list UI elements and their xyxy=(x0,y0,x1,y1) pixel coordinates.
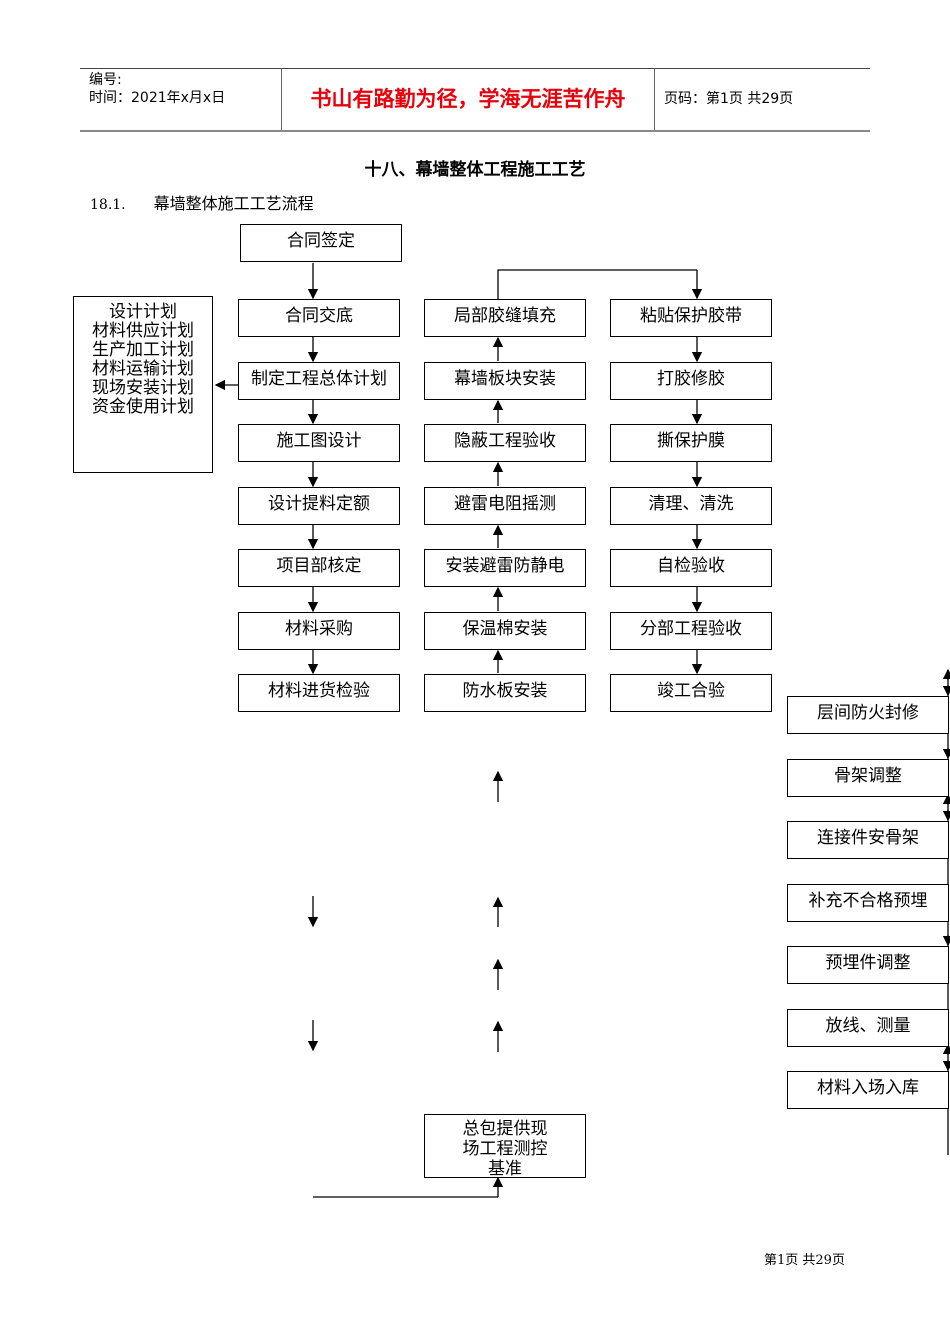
flow-box: 放线、测量 xyxy=(787,1009,949,1047)
flow-box: 材料进货检验 xyxy=(238,674,400,712)
page-header: 编号: 时间：2021年x月x日 书山有路勤为径，学海无涯苦作舟 页码：第1页 共… xyxy=(80,68,870,132)
flow-box: 撕保护膜 xyxy=(610,424,772,462)
section-number: 18.1. xyxy=(90,197,126,213)
header-meta: 编号: 时间：2021年x月x日 xyxy=(80,69,289,132)
flow-box: 打胶修胶 xyxy=(610,362,772,400)
doc-title: 十八、幕墙整体工程施工工艺 xyxy=(364,160,586,180)
flow-box: 材料入场入库 xyxy=(787,1071,949,1109)
flow-box: 幕墙板块安装 xyxy=(424,362,586,400)
flow-box: 预埋件调整 xyxy=(787,946,949,984)
page-label: 页码：第1页 共29页 xyxy=(664,91,794,107)
plan-item: 材料供应计划 xyxy=(92,321,194,341)
flow-box: 合同交底 xyxy=(238,299,400,337)
flow-box: 清理、清洗 xyxy=(610,487,772,525)
flow-box: 避雷电阻摇测 xyxy=(424,487,586,525)
number-label: 编号: xyxy=(89,72,122,88)
flow-box: 安装避雷防静电 xyxy=(424,549,586,587)
flow-box: 分部工程验收 xyxy=(610,612,772,650)
flow-box: 制定工程总体计划 xyxy=(238,362,400,400)
flow-box: 层间防火封修 xyxy=(787,696,949,734)
plan-item: 现场安装计划 xyxy=(92,378,194,398)
flow-box: 材料采购 xyxy=(238,612,400,650)
section-text: 幕墙整体施工工艺流程 xyxy=(153,194,314,213)
plan-box: 设计计划材料供应计划生产加工计划材料运输计划现场安装计划资金使用计划 xyxy=(73,296,213,473)
flow-box: 补充不合格预埋 xyxy=(787,884,949,922)
flow-box: 自检验收 xyxy=(610,549,772,587)
flow-box: 骨架调整 xyxy=(787,759,949,797)
motto: 书山有路勤为径，学海无涯苦作舟 xyxy=(281,69,655,130)
section-heading: 18.1. 幕墙整体施工工艺流程 xyxy=(90,190,314,214)
flow-box: 保温棉安装 xyxy=(424,612,586,650)
flow-box: 防水板安装 xyxy=(424,674,586,712)
flow-box: 隐蔽工程验收 xyxy=(424,424,586,462)
flow-box: 合同签定 xyxy=(240,224,402,262)
plan-item: 设计计划 xyxy=(109,302,177,322)
date-label: 时间：2021年x月x日 xyxy=(89,90,226,106)
flow-box: 设计提料定额 xyxy=(238,487,400,525)
flow-box: 项目部核定 xyxy=(238,549,400,587)
plan-item: 资金使用计划 xyxy=(92,397,194,417)
flow-box: 施工图设计 xyxy=(238,424,400,462)
flow-box: 连接件安骨架 xyxy=(787,821,949,859)
flow-box: 局部胶缝填充 xyxy=(424,299,586,337)
flow-box: 粘贴保护胶带 xyxy=(610,299,772,337)
page-footer: 第1页 共29页 xyxy=(764,1253,845,1268)
flow-box: 竣工合验 xyxy=(610,674,772,712)
flow-box-survey-baseline: 总包提供现场工程测控基准 xyxy=(424,1114,586,1179)
plan-item: 材料运输计划 xyxy=(92,359,194,379)
plan-item: 生产加工计划 xyxy=(92,340,194,360)
arrows xyxy=(214,263,950,1197)
